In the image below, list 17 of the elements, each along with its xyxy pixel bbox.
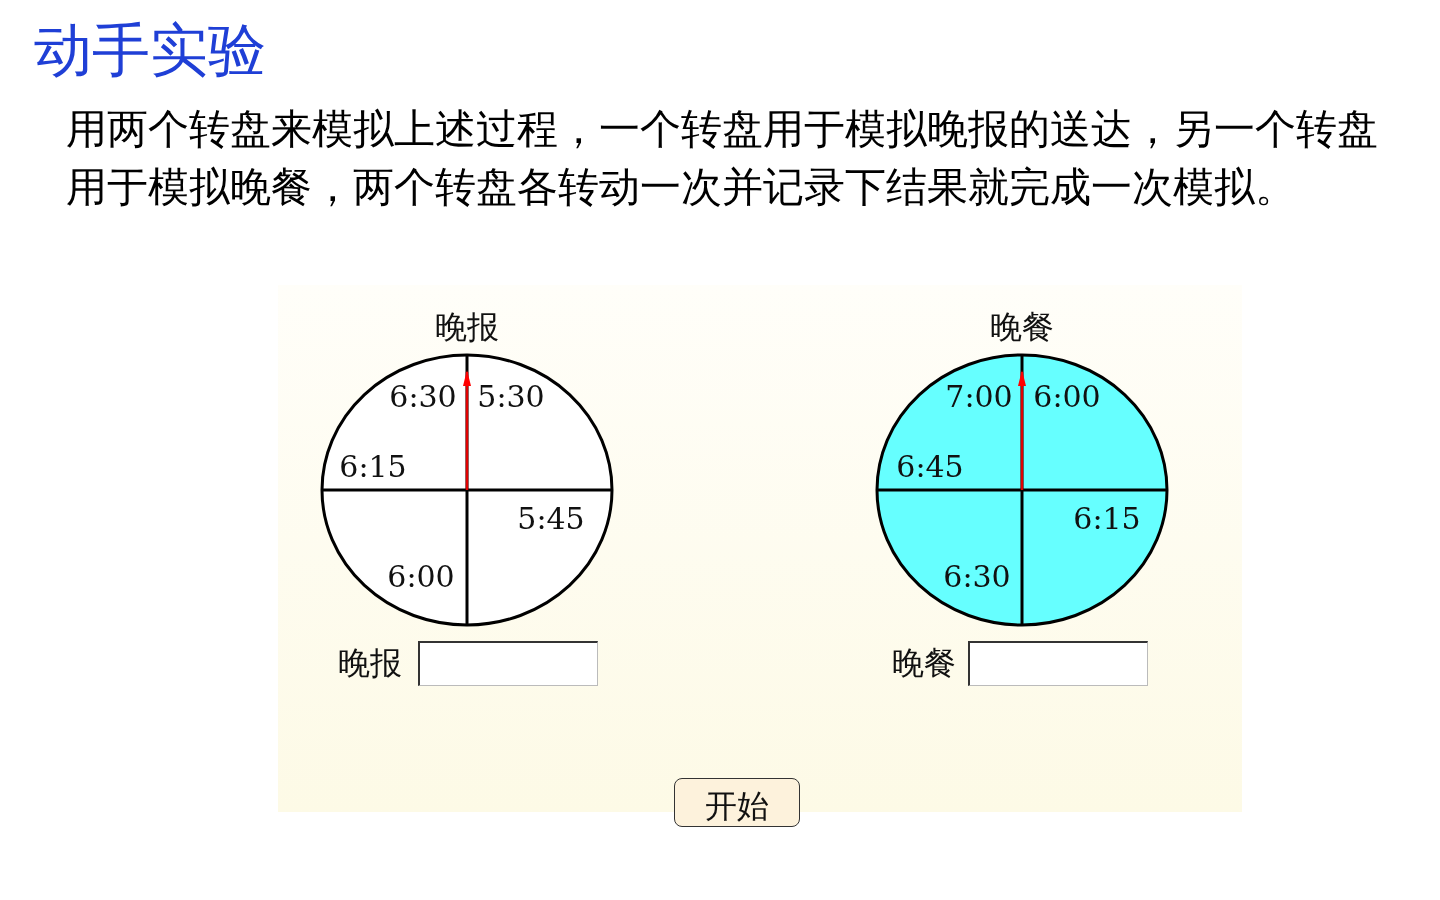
sector-label: 6:15 [339,449,407,483]
field-label: 晚报 [338,646,402,682]
spinner-title: 晚报 [435,310,499,346]
start-button: 开始 [674,778,800,827]
sector-label: 6:00 [387,559,455,593]
sector-label: 6:45 [896,449,964,483]
sector-label: 6:30 [389,379,457,413]
title: 动手实验 [34,15,266,86]
sector-label: 7:00 [945,379,1013,413]
sector-label: 6:30 [943,559,1011,593]
instruction-paragraph: 用两个转盘来模拟上述过程，一个转盘用于模拟晚报的送达，另一个转盘用于模拟晚餐，两个转盘各转动一次并记录下结果就完成一次模拟。 [66,104,1379,213]
sector-label: 6:15 [1073,501,1141,535]
spinner-title: 晚餐 [990,310,1054,346]
sector-label: 5:30 [477,379,545,413]
field-label: 晚餐 [892,646,956,682]
sector-label: 6:00 [1033,379,1101,413]
sector-label: 5:45 [517,501,585,535]
